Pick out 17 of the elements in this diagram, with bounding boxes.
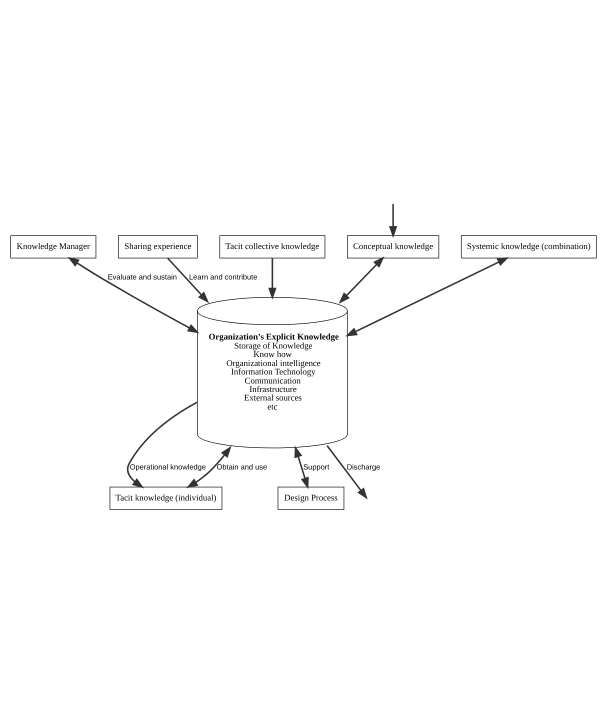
arrow <box>186 446 232 488</box>
node-box: Knowledge Manager <box>10 235 96 258</box>
node-box: Tacit collective knowledge <box>219 235 326 258</box>
arrow <box>294 446 309 490</box>
node-box: Sharing experience <box>118 235 198 258</box>
arrow <box>338 256 384 304</box>
arrow <box>326 445 368 500</box>
node-box: Systemic knowledge (combination) <box>460 235 597 258</box>
node-box: Tacit knowledge (individual) <box>110 486 222 510</box>
node-box: Design Process <box>278 486 344 510</box>
arrow <box>126 402 198 488</box>
arrow <box>167 258 210 304</box>
arrow <box>68 256 200 334</box>
arrow <box>345 257 510 337</box>
arrow <box>388 204 398 238</box>
node-box: Conceptual knowledge <box>347 235 440 258</box>
arrow <box>268 258 277 300</box>
